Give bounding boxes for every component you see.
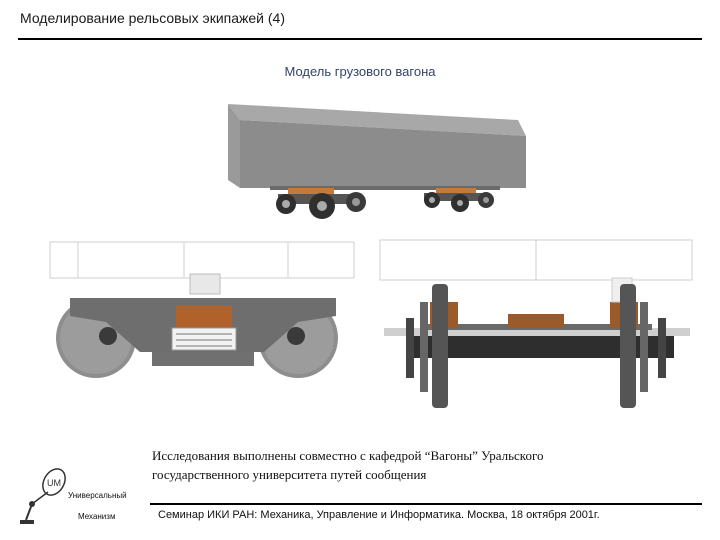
wagon-bogie-right xyxy=(424,188,494,212)
logo-label-top: Универсальный xyxy=(68,491,127,500)
wagon-body-front xyxy=(240,120,526,188)
end-axle-top xyxy=(384,328,690,336)
title-divider xyxy=(18,38,702,40)
bogie-side-figure xyxy=(49,241,355,378)
wagon-model-figure xyxy=(228,104,526,219)
end-wheel-left xyxy=(432,284,448,408)
wheelset-end-figure xyxy=(379,239,693,408)
wagon-underframe xyxy=(270,186,500,190)
footer-divider xyxy=(150,503,702,505)
slide-subtitle: Модель грузового вагона xyxy=(284,64,436,79)
end-bronze-center xyxy=(508,314,564,328)
wagon-body-side xyxy=(228,104,240,188)
wagon-body-top xyxy=(228,104,526,136)
slide-title: Моделирование рельсовых экипажей (4) xyxy=(20,10,285,26)
end-axle xyxy=(408,336,674,358)
svg-text:UM: UM xyxy=(47,478,61,488)
research-note-line-1: Исследования выполнены совместно с кафед… xyxy=(152,448,544,463)
research-note: Исследования выполнены совместно с кафед… xyxy=(152,446,692,484)
footer-text: Семинар ИКИ РАН: Механика, Управление и … xyxy=(158,509,600,521)
research-note-line-2: государственного университета путей сооб… xyxy=(152,467,427,482)
universal-mechanism-logo: UM xyxy=(20,468,66,524)
end-wheel-right xyxy=(620,284,636,408)
logo-label-bottom: Механизм xyxy=(78,512,116,521)
bogie-bolster-bronze xyxy=(176,306,232,328)
bogie-body-outline xyxy=(49,241,355,279)
wagon-bogie-left xyxy=(276,188,366,219)
